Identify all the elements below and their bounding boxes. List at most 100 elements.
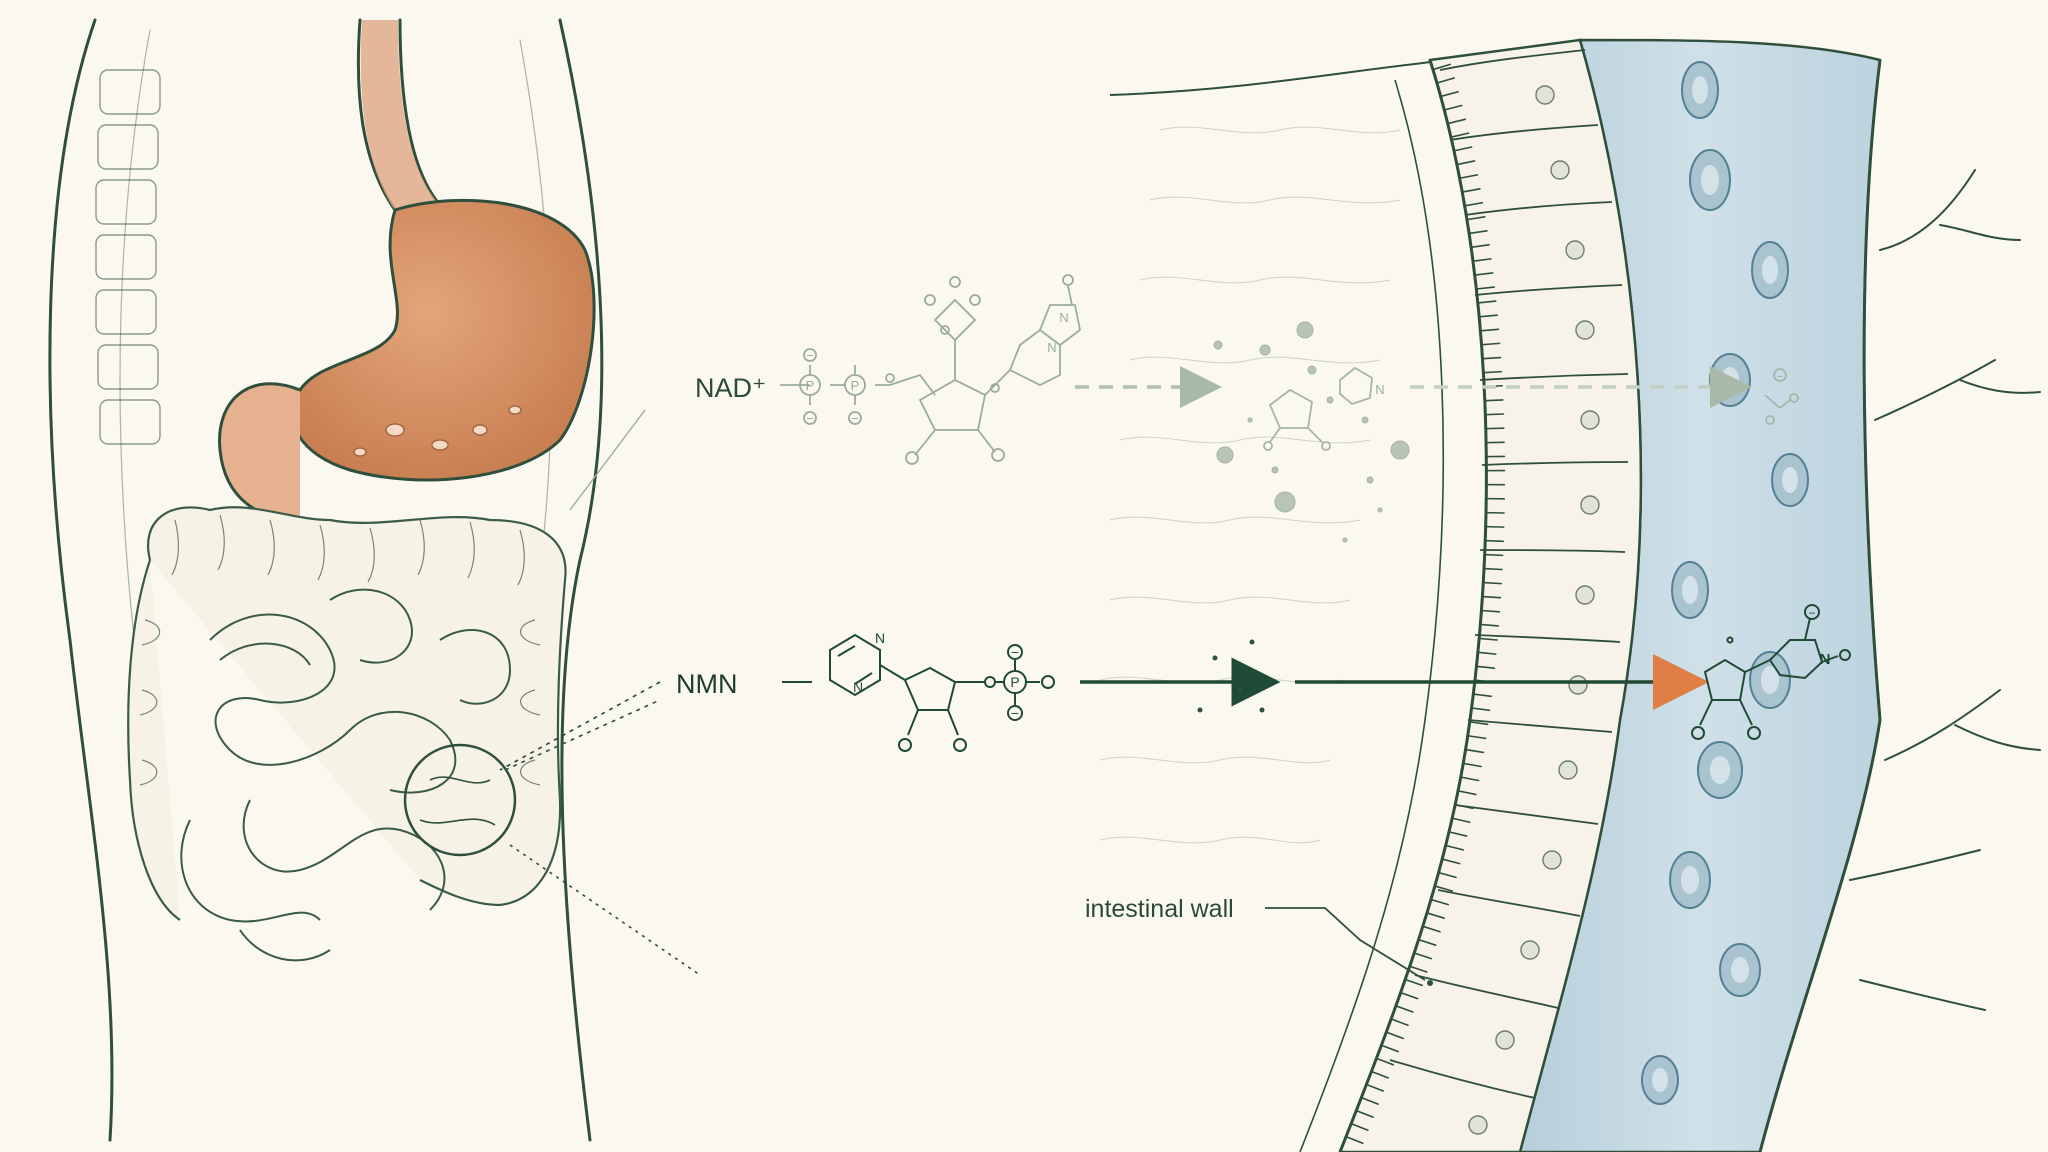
microvillus <box>1426 912 1445 919</box>
microvillus <box>1448 831 1468 837</box>
microvillus <box>1477 651 1497 655</box>
phosphorus-atom: P <box>1010 674 1019 690</box>
microvillus <box>1408 965 1428 973</box>
microvillus <box>1375 1057 1395 1066</box>
microvillus <box>1477 300 1497 304</box>
nmn-in-bloodstream <box>1691 604 1851 740</box>
microvillus <box>1468 230 1488 235</box>
microvillus <box>1454 803 1474 810</box>
microvillus <box>1441 858 1461 865</box>
microvillus <box>1468 721 1489 726</box>
microvillus <box>1437 871 1457 879</box>
microvillus <box>1457 790 1477 796</box>
microvillus <box>1458 174 1479 180</box>
microvillus <box>1444 844 1465 851</box>
nitrogen-atom: N <box>853 679 863 695</box>
microvillus <box>1443 104 1463 111</box>
minus-charge: − <box>1808 606 1815 620</box>
microvillus <box>1446 118 1466 125</box>
phosphorus-atom: P <box>851 378 860 393</box>
microvillus <box>1436 77 1456 84</box>
microvillus <box>1380 1044 1400 1053</box>
microvillus <box>1466 215 1486 221</box>
nmn-label: NMN <box>676 669 738 699</box>
minus-charge: − <box>1011 705 1019 721</box>
intestinal-wall-label: intestinal wall <box>1085 895 1234 923</box>
microvillus <box>1365 1083 1385 1092</box>
esophagus <box>360 20 440 215</box>
microvillus <box>1462 762 1482 768</box>
nmn-atom-labels: N N P − − <box>853 630 1020 721</box>
large-intestine <box>127 506 567 921</box>
microvillus <box>1482 370 1503 374</box>
microvillus <box>1370 1070 1390 1079</box>
microvillus <box>1484 413 1505 416</box>
microvillus <box>1473 272 1494 276</box>
microvillus <box>1481 356 1502 360</box>
microvillus <box>1385 1031 1404 1040</box>
nitrogen-atom: N <box>1047 340 1056 355</box>
microvillus <box>1451 817 1471 824</box>
microvillus <box>1475 286 1496 290</box>
microvillus <box>1390 1018 1409 1026</box>
minus-charge: − <box>851 411 859 426</box>
microvillus <box>1453 146 1473 152</box>
wall-label-point <box>1427 980 1433 986</box>
microvillus <box>1470 707 1491 712</box>
wall-label-leader <box>1265 907 1426 981</box>
minus-charge: − <box>806 411 814 426</box>
minus-charge: − <box>1777 371 1783 383</box>
microvillus <box>1478 314 1498 318</box>
lumen-edge <box>1299 79 1445 1152</box>
torso-anatomy <box>48 18 604 1142</box>
microvillus <box>1480 342 1501 346</box>
capillary-branches <box>1849 169 2041 1011</box>
nitrogen-atom: N <box>875 630 885 646</box>
microvillus <box>1482 581 1503 585</box>
microvillus <box>1483 567 1503 571</box>
microvilli <box>1345 63 1506 1145</box>
intestinal-lumen-texture <box>1099 126 1401 844</box>
phosphorus-atom: P <box>806 378 815 393</box>
microvillus <box>1413 952 1433 960</box>
nad-label: NAD⁺ <box>695 373 766 403</box>
microvillus <box>1472 693 1492 698</box>
microvillus <box>1404 978 1424 987</box>
microvillus <box>1395 1005 1414 1013</box>
nitrogen-atom: N <box>1820 651 1831 668</box>
nad-breakdown: N − <box>1075 321 1799 543</box>
microvillus <box>1463 201 1484 207</box>
nad-pathway <box>569 274 1081 511</box>
microvillus <box>1345 1135 1364 1145</box>
microvillus <box>1399 991 1419 1000</box>
microvillus <box>1478 637 1498 641</box>
microvillus <box>1439 90 1459 98</box>
nmn-pathway <box>499 633 1055 771</box>
minus-charge: − <box>806 348 814 363</box>
microvillus <box>1417 938 1437 946</box>
microvillus <box>1461 188 1481 193</box>
microvillus <box>1464 748 1485 754</box>
microvillus <box>1460 776 1480 782</box>
minus-charge: − <box>1011 644 1019 660</box>
small-intestine <box>180 588 512 962</box>
wall-top-edge <box>1109 59 1451 96</box>
microvillus <box>1422 925 1441 933</box>
microvillus <box>1350 1122 1369 1132</box>
stomach <box>218 198 596 522</box>
nitrogen-atom: N <box>1059 310 1068 325</box>
nmn-absorption-arrows <box>1080 639 1709 713</box>
microvillus <box>1479 328 1500 332</box>
microvillus <box>1456 160 1476 166</box>
microvillus <box>1484 539 1505 543</box>
microvillus <box>1483 553 1504 557</box>
spine <box>95 69 161 445</box>
nad-atom-labels: P P − − − N N <box>806 310 1069 426</box>
nitrogen-atom: N <box>1375 382 1384 397</box>
microvillus <box>1434 885 1454 892</box>
microvillus <box>1432 63 1451 71</box>
microvillus <box>1470 244 1490 249</box>
zoom-callout <box>403 699 701 976</box>
